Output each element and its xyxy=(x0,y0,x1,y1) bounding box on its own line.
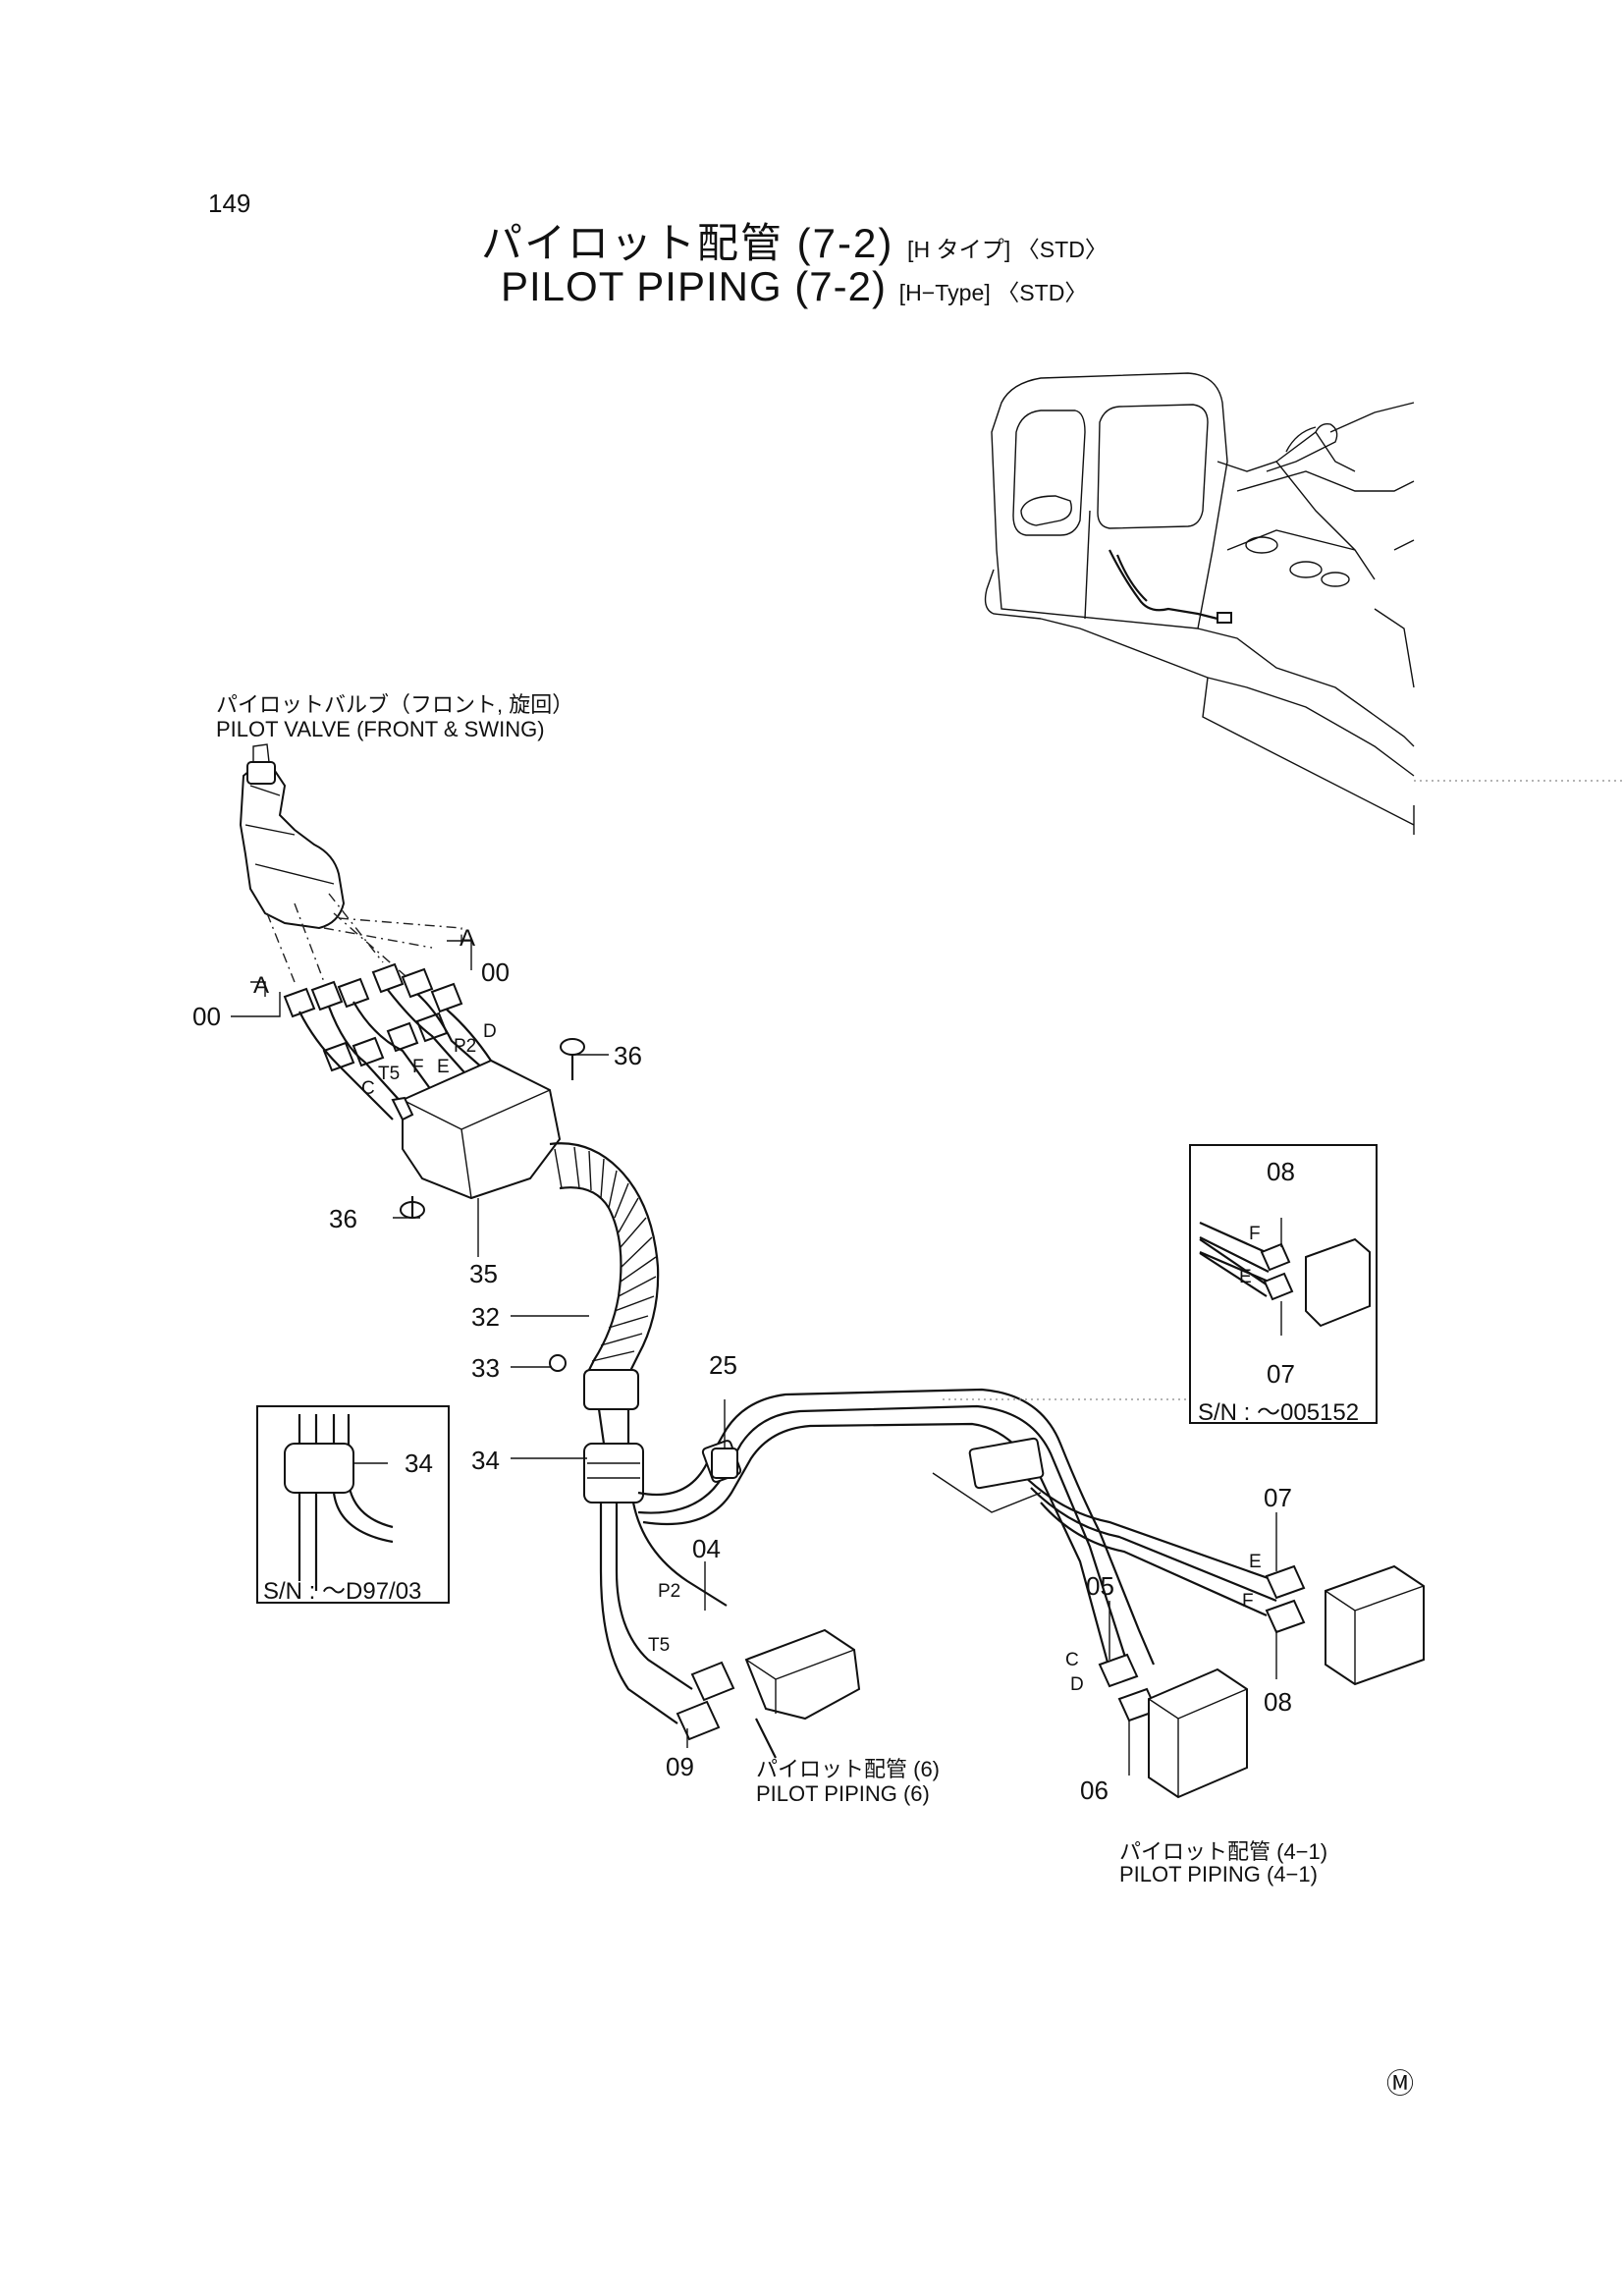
control-valve-6 xyxy=(744,1628,861,1759)
port-a-top: A xyxy=(460,925,476,952)
port-d-lower: D xyxy=(1070,1674,1084,1695)
page-title-en: PILOT PIPING (7-2) [H−Type] 〈STD〉 xyxy=(501,263,1088,310)
part-number-08: 08 xyxy=(1264,1687,1292,1717)
part-number-09: 09 xyxy=(666,1752,694,1781)
piping6-label-en: PILOT PIPING (6) xyxy=(756,1781,930,1806)
title-en-main: PILOT PIPING (7-2) xyxy=(501,263,887,309)
inset-right-part-bottom: 07 xyxy=(1267,1359,1295,1389)
port-d: D xyxy=(483,1021,497,1042)
title-jp-main: パイロット配管 (7-2) xyxy=(481,220,894,266)
pilot-valve-illustration xyxy=(239,743,462,983)
part-number-35: 35 xyxy=(469,1259,498,1288)
title-jp-tag: [H タイプ] 〈STD〉 xyxy=(907,237,1109,262)
port-c: C xyxy=(361,1078,375,1099)
port-p2-lower: P2 xyxy=(658,1581,681,1602)
part-number-00-left: 00 xyxy=(192,1002,221,1031)
valve-block-4-1 xyxy=(1148,1564,1425,1799)
piping41-label-jp: パイロット配管 (4−1) xyxy=(1119,1839,1328,1864)
port-e: E xyxy=(437,1057,450,1077)
part-number-06: 06 xyxy=(1080,1776,1109,1805)
lower-fittings xyxy=(676,1564,1306,1741)
leader-lines xyxy=(231,940,1277,1776)
inset-right-serial: S/N : ～005152 xyxy=(1198,1399,1360,1426)
inset-right-box xyxy=(943,1144,1378,1424)
pilot-valve-label-jp: パイロットバルブ（フロント, 旋回） xyxy=(216,692,574,717)
port-a-left: A xyxy=(253,972,270,999)
part-number-25: 25 xyxy=(709,1350,737,1380)
hose-bundle-lines xyxy=(599,1388,1277,1724)
port-c-lower: C xyxy=(1065,1650,1079,1670)
port-f: F xyxy=(412,1057,424,1077)
port-t5-lower: T5 xyxy=(648,1635,671,1656)
bracket-35-illustration xyxy=(391,1059,562,1200)
page-number: 149 xyxy=(208,189,251,218)
excavator-overview-illustration xyxy=(984,372,1623,835)
fittings-cluster xyxy=(283,962,512,1121)
m-mark: Ⓜ xyxy=(1386,2068,1415,2099)
bolt-36-top xyxy=(560,1038,585,1080)
part-number-34: 34 xyxy=(471,1446,500,1475)
pilot-valve-label-en: PILOT VALVE (FRONT & SWING) xyxy=(216,717,545,741)
piping41-label-en: PILOT PIPING (4−1) xyxy=(1119,1862,1318,1886)
inset-right-port-f: F xyxy=(1249,1224,1261,1244)
port-e-lower: E xyxy=(1249,1552,1262,1572)
bolt-36-left xyxy=(400,1196,425,1219)
port-p2: P2 xyxy=(454,1036,477,1057)
part-number-07: 07 xyxy=(1264,1483,1292,1512)
part-number-32: 32 xyxy=(471,1302,500,1332)
port-t5: T5 xyxy=(378,1064,401,1084)
part-number-33: 33 xyxy=(471,1353,500,1383)
part-number-05: 05 xyxy=(1086,1571,1114,1601)
inset-left-box xyxy=(256,1405,450,1604)
piping6-label-jp: パイロット配管 (6) xyxy=(756,1757,941,1781)
inset-right-part-top: 08 xyxy=(1267,1157,1295,1186)
page-title-jp: パイロット配管 (7-2) [H タイプ] 〈STD〉 xyxy=(481,210,1108,270)
part-number-36-left: 36 xyxy=(329,1204,357,1233)
part-number-04: 04 xyxy=(692,1534,721,1563)
clamp-25 xyxy=(711,1448,738,1479)
port-f-lower: F xyxy=(1242,1591,1254,1612)
part-number-36-top: 36 xyxy=(614,1041,642,1070)
inset-left-part: 34 xyxy=(405,1449,433,1478)
hose-clamp-34 xyxy=(583,1443,644,1503)
title-en-tag: [H−Type] 〈STD〉 xyxy=(898,280,1088,305)
corrugated-hose-illustration xyxy=(549,1142,660,1445)
part-number-00-right: 00 xyxy=(481,957,510,987)
inset-right-port-e: E xyxy=(1239,1267,1252,1287)
inset-left-serial: S/N : ～D97/03 xyxy=(263,1578,422,1605)
nipple-33 xyxy=(549,1354,567,1372)
